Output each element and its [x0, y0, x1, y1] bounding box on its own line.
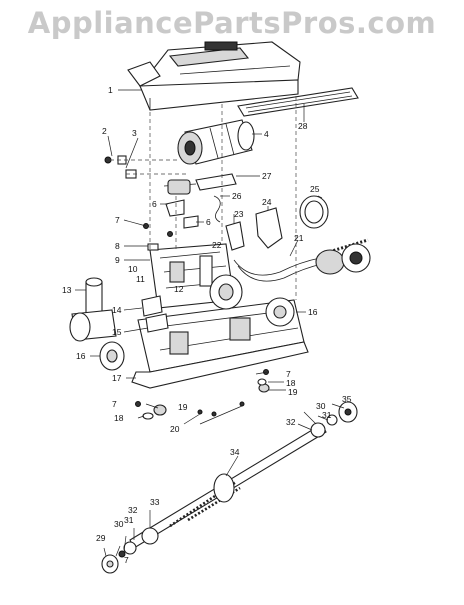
label-part-2: 2 [102, 126, 107, 136]
small-fasteners [104, 155, 186, 179]
label-part-17: 17 [112, 373, 122, 383]
label-part-18-a: 18 [114, 413, 124, 423]
nozzle-part [69, 277, 117, 342]
label-part-15: 15 [112, 327, 122, 337]
label-part-31-a: 31 [322, 410, 332, 420]
assembly-guides [149, 96, 297, 300]
label-part-14: 14 [112, 305, 122, 315]
label-part-19-a: 19 [178, 402, 188, 412]
label-part-22: 22 [212, 240, 222, 250]
brushroll-assembly [101, 401, 358, 574]
label-part-26: 26 [232, 191, 242, 201]
label-part-4: 4 [264, 129, 269, 139]
label-part-19-b: 19 [288, 387, 298, 397]
label-part-11: 11 [136, 274, 145, 284]
chassis-part [131, 243, 309, 389]
leader-lines [75, 89, 345, 557]
label-part-31-b: 31 [124, 515, 134, 525]
label-part-24: 24 [262, 197, 272, 207]
label-part-21: 21 [294, 233, 304, 243]
label-part-16-b: 16 [308, 307, 318, 317]
label-part-6-a: 6 [152, 199, 157, 209]
label-part-25: 25 [310, 184, 320, 194]
label-part-28: 28 [298, 121, 308, 131]
label-part-32-b: 32 [128, 505, 138, 515]
label-part-9: 9 [115, 255, 120, 265]
label-part-7-a: 7 [115, 215, 120, 225]
label-part-27: 27 [262, 171, 272, 181]
label-part-30-a: 30 [316, 401, 326, 411]
wheel-parts [99, 274, 295, 371]
label-part-7-b: 7 [112, 399, 117, 409]
cord-hook-part [255, 207, 283, 249]
top-cover-part [127, 41, 301, 111]
watermark-text: AppliancePartsPros.com [27, 6, 437, 40]
label-part-7-c: 7 [286, 369, 291, 379]
part-number-labels: 1 2 3 4 27 26 6 6 7 8 9 10 11 12 13 14 1… [62, 85, 352, 565]
label-part-10: 10 [128, 264, 138, 274]
label-part-16-a: 16 [76, 351, 86, 361]
bumper-strip-part [237, 87, 359, 117]
label-part-32-a: 32 [286, 417, 296, 427]
label-part-33: 33 [150, 497, 160, 507]
label-part-30-b: 30 [114, 519, 124, 529]
label-part-18-b: 18 [286, 378, 296, 388]
motor-part [177, 119, 255, 165]
label-part-8: 8 [115, 241, 120, 251]
switch-part [163, 173, 237, 195]
latch-part [225, 221, 245, 251]
label-part-6-b: 6 [206, 217, 211, 227]
label-part-34: 34 [230, 447, 240, 457]
bracket-parts [165, 199, 199, 229]
label-part-3: 3 [132, 128, 137, 138]
spring-clip-part [213, 195, 221, 223]
label-part-1: 1 [108, 85, 113, 95]
label-part-20: 20 [170, 424, 180, 434]
label-part-13: 13 [62, 285, 72, 295]
label-part-29: 29 [96, 533, 106, 543]
label-part-35: 35 [342, 394, 352, 404]
ring-part [299, 195, 329, 229]
label-part-23: 23 [234, 209, 244, 219]
label-part-7-d: 7 [124, 555, 129, 565]
hose-part [233, 238, 371, 282]
label-part-12: 12 [174, 284, 184, 294]
